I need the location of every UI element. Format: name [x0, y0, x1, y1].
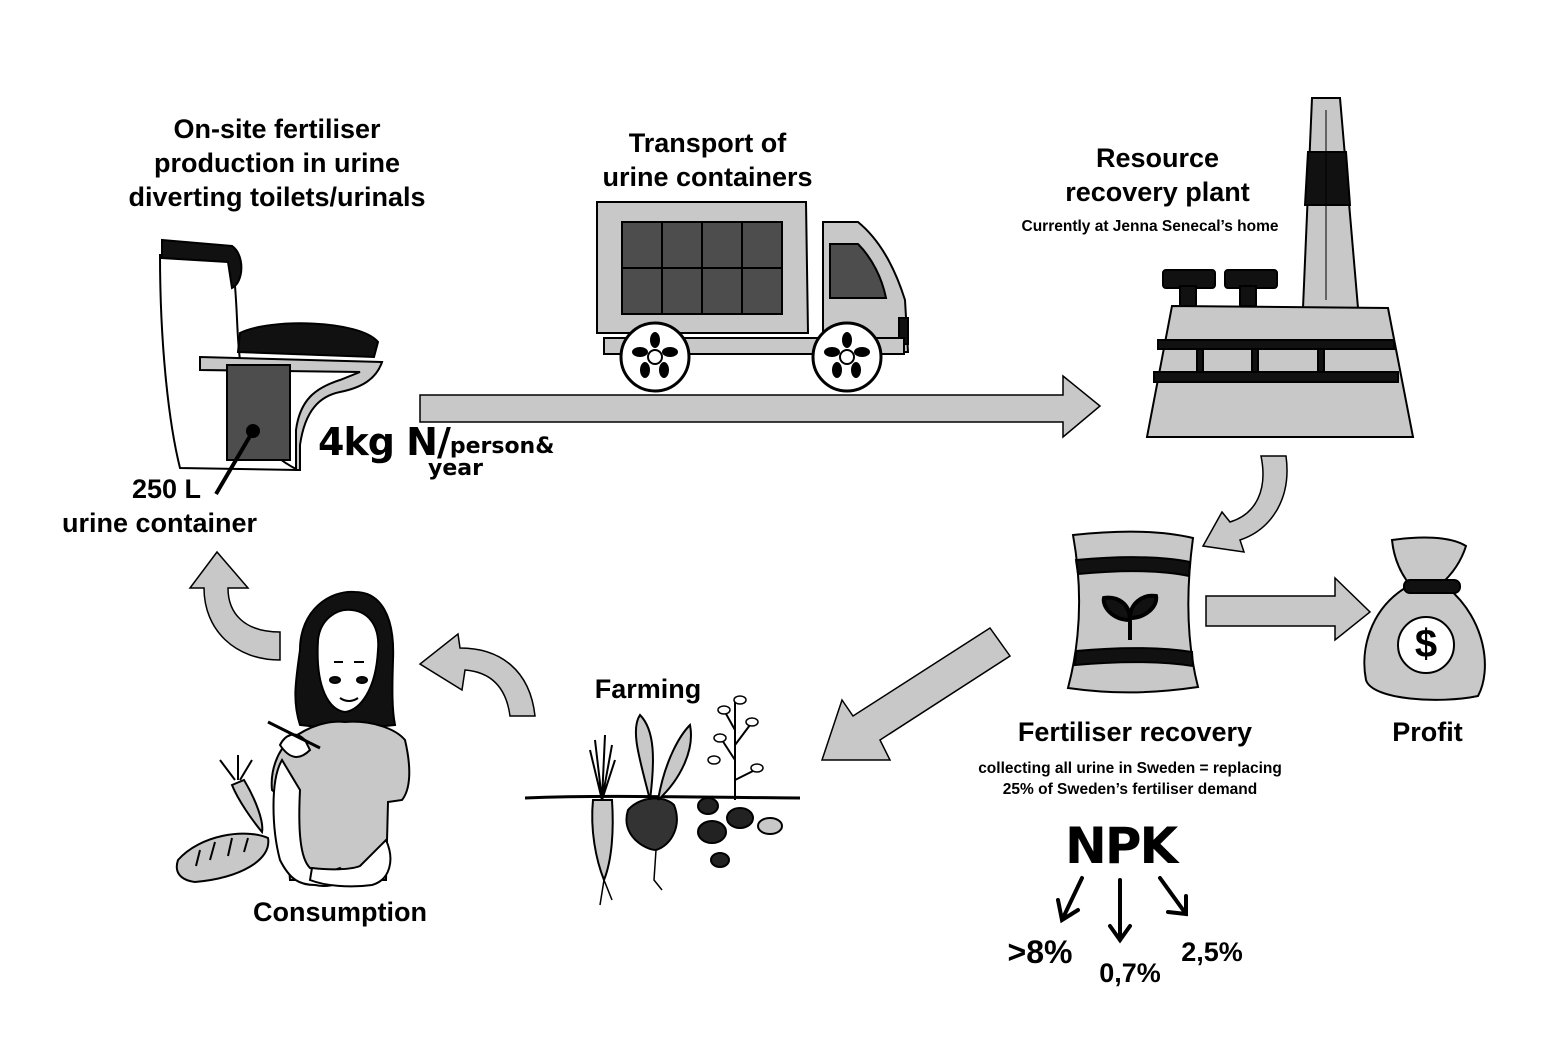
arrow-consumption-to-toilet: [188, 550, 281, 661]
face: [316, 608, 380, 714]
farming-illustration: [524, 695, 801, 906]
toilet-title-line: diverting toilets/urinals: [128, 182, 426, 212]
toilet-lid: [161, 238, 243, 290]
consumption-title: Consumption: [253, 897, 427, 927]
rate-year: year: [428, 456, 483, 481]
fertiliser-note-line: collecting all urine in Sweden = replaci…: [978, 760, 1282, 777]
nitrogen-rate: 4kg N/person& year: [318, 420, 554, 481]
arrow-fertiliser-to-profit: [1205, 576, 1372, 642]
container-size: 250 L: [132, 474, 202, 504]
person-illustration: [175, 590, 411, 888]
npk-label: NPK: [1065, 817, 1178, 875]
transport-title: Transport of urine containers: [570, 126, 845, 194]
transport-title-line: Transport of: [628, 128, 787, 158]
toilet-bowl: [199, 355, 384, 471]
rate-main: 4kg N/: [318, 420, 451, 464]
dollar-icon: $: [1414, 622, 1438, 666]
arrow-plant-to-fertiliser: [1201, 455, 1288, 553]
bread: [175, 832, 270, 884]
fertiliser-bag: [1066, 530, 1200, 694]
money-bag: [1363, 536, 1486, 701]
transport-title-line: urine containers: [602, 162, 813, 192]
plant-note: Currently at Jenna Senecal’s home: [1021, 218, 1279, 235]
plant-title-line: Resource: [1095, 143, 1220, 173]
k-value: 2,5%: [1181, 937, 1243, 967]
carrot-root: [591, 799, 614, 883]
sprout-icon: [1101, 593, 1159, 640]
toilet-illustration: [158, 238, 384, 496]
farming-title: Farming: [594, 674, 702, 704]
profit-title: Profit: [1392, 717, 1463, 747]
potato: [697, 820, 727, 844]
carrot: [230, 778, 264, 835]
shirt: [270, 720, 411, 881]
arrow-fertiliser-to-farming: [820, 626, 1012, 761]
truck-illustration: [596, 201, 910, 393]
fertiliser-note: collecting all urine in Sweden = replaci…: [930, 758, 1330, 800]
fertiliser-note-line: 25% of Sweden’s fertiliser demand: [1002, 781, 1258, 798]
container-pointer: [214, 429, 255, 496]
arrow-toilet-to-plant: [419, 374, 1102, 439]
urine-container: [226, 364, 291, 461]
n-value: >8%: [1007, 934, 1073, 970]
plant-title-line: recovery plant: [1065, 177, 1250, 207]
rate-per: person&: [449, 434, 555, 459]
container-label: 250 L urine container: [40, 472, 300, 540]
container-name: urine container: [62, 508, 258, 538]
fertiliser-title: Fertiliser recovery: [1017, 717, 1253, 747]
arrow-farming-to-consumption: [418, 632, 536, 717]
toilet-seat-top: [236, 322, 380, 359]
toilet-title: On-site fertiliser production in urine d…: [82, 112, 472, 214]
toilet-title-line: On-site fertiliser: [173, 114, 381, 144]
toilet-title-line: production in urine: [154, 148, 400, 178]
truck-cab-window: [829, 243, 888, 299]
p-value: 0,7%: [1099, 958, 1161, 988]
beetroot: [625, 797, 678, 852]
soil-line: [524, 794, 801, 800]
plant-illustration: [1145, 97, 1415, 438]
plant-title: Resource recovery plant: [1040, 141, 1275, 209]
